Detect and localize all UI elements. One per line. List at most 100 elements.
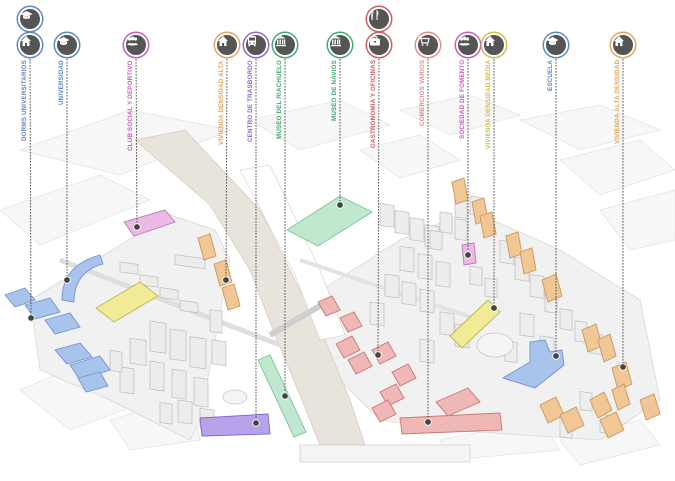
- building-comercios: [399, 412, 503, 435]
- river-bank: [299, 444, 471, 463]
- building-gastronomia: [391, 363, 417, 387]
- ground-block: [18, 109, 232, 176]
- cart-icon: [416, 33, 440, 57]
- leader-line-gastronomia: [377, 55, 380, 356]
- leader-dot-trasbordo: [252, 419, 260, 427]
- leader-dot-museo-riachuelo: [281, 392, 289, 400]
- building-vivienda-alta: [589, 391, 613, 419]
- ground-block: [518, 104, 662, 151]
- label-viv-alta-2: VIVIENDA ALTA DENSIDAD: [614, 59, 621, 144]
- bus-icon: [244, 33, 268, 57]
- ground-block: [599, 189, 675, 251]
- building-gray: [119, 366, 135, 395]
- building-gray: [149, 360, 165, 392]
- ground-block: [559, 139, 675, 196]
- briefcase-icon: [367, 33, 391, 57]
- house-icon: [611, 33, 635, 57]
- building-vivienda-alta: [639, 393, 661, 421]
- label-trasbordo: CENTRO DE TRASBORDO: [247, 60, 254, 142]
- building-gray: [179, 299, 199, 314]
- house-icon: [482, 33, 506, 57]
- building-vivienda-alta: [451, 177, 469, 205]
- building-gray: [171, 368, 187, 400]
- building-gastronomia: [371, 399, 397, 423]
- leader-dot-viv-alta-1: [222, 276, 230, 284]
- building-vivienda-alta: [541, 273, 563, 303]
- building-gray: [559, 308, 573, 331]
- building-gray: [159, 287, 179, 301]
- building-gray: [529, 274, 545, 299]
- building-gray: [401, 281, 417, 306]
- building-gastronomia: [335, 335, 361, 359]
- building-dorms: [24, 297, 61, 320]
- ground-block: [359, 134, 461, 179]
- label-club: CLUB SOCIAL Y DEPORTIVO: [127, 60, 134, 151]
- building-escuela: [501, 339, 565, 389]
- building-gray: [399, 245, 415, 273]
- leader-dot-universidad: [63, 276, 71, 284]
- leader-dot-museo-navios: [336, 201, 344, 209]
- museum-icon: [273, 33, 297, 57]
- building-vivienda-alta: [519, 247, 537, 275]
- building-gray: [454, 218, 468, 242]
- building-vivienda-alta: [479, 211, 497, 239]
- building-vivienda-alta: [599, 411, 625, 439]
- leader-line-dorms: [29, 55, 32, 319]
- leader-dot-club: [133, 223, 141, 231]
- building-gray: [419, 288, 435, 314]
- building-gray: [119, 261, 139, 275]
- road-east-west: [59, 257, 281, 348]
- leader-dot-fomento: [464, 251, 472, 259]
- building-dorms: [4, 287, 36, 308]
- building-gray: [384, 273, 400, 299]
- leader-dot-viv-alta-2: [619, 363, 627, 371]
- building-gray: [419, 338, 435, 364]
- people-icon: [124, 33, 148, 57]
- road-strip: [239, 164, 346, 341]
- building-tower: [197, 233, 217, 261]
- label-dorms: DORMS UNIVERSITARIOS: [21, 60, 28, 141]
- building-comercios: [435, 387, 481, 417]
- leader-line-viv-alta-1: [225, 55, 228, 281]
- graduation-cap-icon: [544, 33, 568, 57]
- label-universidad: UNIVERSIDAD: [58, 60, 65, 105]
- building-yellow-east: [449, 299, 501, 349]
- ground-block: [0, 174, 151, 246]
- building-gray: [417, 253, 433, 281]
- building-gray: [139, 274, 159, 288]
- label-museo-riachuelo: MUSEO DEL RIACHUELO: [276, 60, 283, 139]
- label-viv-alta-1: VIVIENDA DENSIDAD ALTA: [218, 60, 225, 146]
- building-yellow-west: [95, 281, 159, 323]
- graduation-cap-icon: [55, 33, 79, 57]
- building-gray: [189, 336, 207, 370]
- graduation-cap-icon: [18, 7, 42, 31]
- house-icon: [18, 33, 42, 57]
- building-dorms: [54, 342, 93, 365]
- leader-line-club: [135, 55, 138, 228]
- leader-dot-viv-media: [490, 304, 498, 312]
- building-vivienda-alta: [597, 333, 617, 363]
- building-gray: [109, 350, 123, 373]
- label-fomento: SOCIEDAD DE FOMENTO: [459, 59, 466, 139]
- building-tower: [221, 283, 241, 311]
- building-gray: [439, 211, 453, 234]
- building-dorms: [77, 371, 109, 393]
- label-museo-navios: MUSEO DE NAVIOS: [331, 60, 338, 121]
- building-gray: [484, 277, 498, 299]
- building-trasbordo: [199, 413, 271, 437]
- building-gray: [429, 230, 443, 251]
- building-gastronomia: [347, 351, 373, 375]
- building-gray: [149, 320, 167, 354]
- label-gastronomia: GASTRONOMIA Y OFICINAS: [370, 59, 377, 148]
- building-gray: [211, 339, 227, 367]
- building-gray: [394, 210, 410, 235]
- house-icon: [215, 33, 239, 57]
- building-gray: [379, 203, 395, 228]
- building-gray: [439, 311, 455, 337]
- building-gray: [193, 376, 209, 408]
- building-gastronomia: [339, 311, 363, 333]
- building-gray: [469, 265, 483, 287]
- building-gray: [519, 312, 535, 338]
- building-gray: [169, 328, 187, 362]
- building-dorms: [44, 312, 81, 335]
